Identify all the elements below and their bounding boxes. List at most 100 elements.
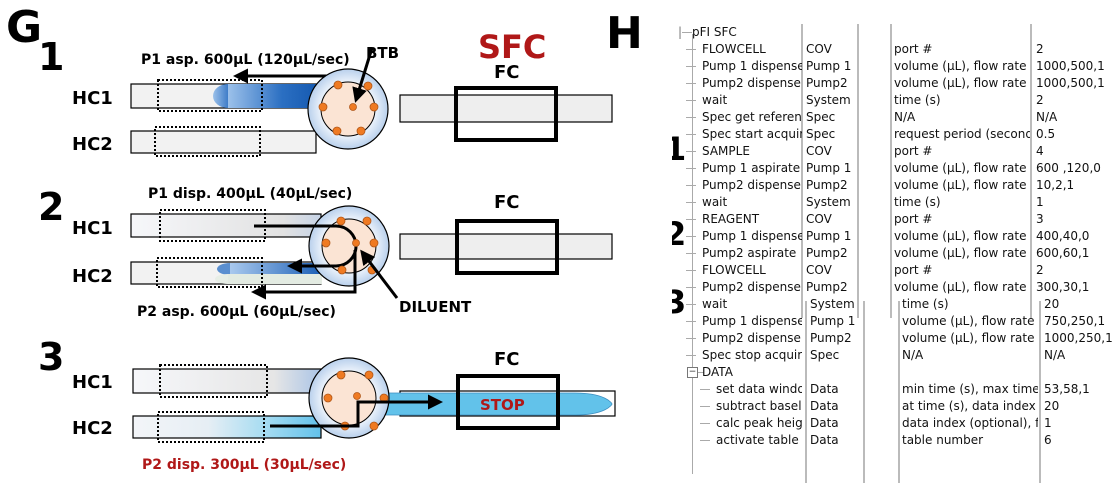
step-name: Pump2 dispense [702,76,801,90]
column-divider [805,301,807,483]
parameter-value[interactable]: N/A [1044,348,1066,362]
tree-branch [700,423,710,424]
hc1-dotted-region [159,364,268,398]
parameter-value[interactable]: 53,58,1 [1044,382,1090,396]
parameter-value[interactable]: 600 ,120,0 [1036,161,1101,175]
parameter-value[interactable]: 1000,500,1 [1036,76,1105,90]
step-name: set data window [716,382,802,396]
parameter-value[interactable]: 10,2,1 [1036,178,1075,192]
parameter-value[interactable]: 2 [1036,42,1044,56]
step3-fc-label: FC [494,349,520,370]
panel-letter-h: H [606,8,643,59]
parameter-label: at time (s), data index (o [902,399,1038,413]
tree-root-row[interactable]: | pFI SFC [672,24,1112,41]
tree-branch [686,49,696,50]
device-name: COV [806,212,832,226]
column-divider [863,301,865,483]
step2-diluent-label: DILUENT [399,298,472,316]
tree-branch [700,406,710,407]
step1-btb-label: BTB [366,44,399,62]
step3-hc2-label: HC2 [72,418,113,439]
step2-hc2-label: HC2 [72,266,113,287]
parameter-value[interactable]: 400,40,0 [1036,229,1090,243]
step-number-2: 2 [38,185,65,229]
step-name: Spec start acquire [702,127,802,141]
p2-dispense-arrow [270,394,443,428]
step3-lower-label: P2 disp. 300µL (30µL/sec) [142,457,346,473]
tree-branch [686,219,696,220]
parameter-value[interactable]: 20 [1044,399,1060,413]
tree-branch [700,389,710,390]
flow-cell-box [455,219,559,275]
device-name: Pump2 [806,246,848,260]
parameter-label: min time (s), max time (s [902,382,1038,396]
table-row[interactable]: Pump2 aspirate Pump2 volume (µL), flow rat… [672,245,1112,262]
parameter-value[interactable]: 1 [1036,195,1044,209]
step2-fc-label: FC [494,192,520,213]
parameter-label: volume (µL), flow rate (µ [894,59,1030,73]
flow-cell-box [456,374,560,430]
table-row[interactable]: set data windowDatamin time (s), max tim… [672,381,1112,398]
parameter-value[interactable]: 20 [1044,297,1060,311]
parameter-value[interactable]: 750,250,1 [1044,314,1106,328]
parameter-value[interactable]: 2 [1036,93,1044,107]
parameter-value[interactable]: 0.5 [1036,127,1056,141]
parameter-value[interactable]: 3 [1036,212,1044,226]
tree-branch [698,372,704,373]
table-row[interactable]: calc peak heightDatadata index (optional… [672,415,1112,432]
flow-cell-box [454,86,558,142]
parameter-value[interactable]: 1000,500,1 [1036,59,1105,73]
parameter-label: volume (µL), flow rate (µ [902,331,1038,345]
device-name: Spec [806,127,836,141]
table-row[interactable]: subtract baselineDataat time (s), data i… [672,398,1112,415]
diagram-canvas: SFC P1 asp. 600µL (120µL/sec) HC1 HC2 FC… [72,28,616,473]
parameter-value[interactable]: 600,60,1 [1036,246,1090,260]
parameter-label: port # [894,263,933,277]
step-name: Spec stop acquire [702,348,802,362]
step-name: REAGENT [702,212,760,226]
hc2-dotted-region [156,257,263,288]
collapse-toggle-icon[interactable]: − [687,367,698,378]
device-name: Pump 1 [806,161,852,175]
parameter-value[interactable]: N/A [1036,110,1058,124]
panel-letter-g: G [6,2,43,53]
sample-zone [228,84,318,108]
parameter-value[interactable]: 4 [1036,144,1044,158]
parameter-value[interactable]: 300,30,1 [1036,280,1090,294]
parameter-label: volume (µL), flow rate (µ [894,229,1030,243]
parameter-label: port # [894,42,933,56]
data-group-header[interactable]: −DATA [672,364,1112,381]
parameter-value[interactable]: 6 [1044,433,1052,447]
parameter-value[interactable]: 2 [1036,263,1044,277]
tree-branch [686,355,696,356]
parameter-label: volume (µL), flow rate (µ [894,178,1030,192]
valve-ports [318,80,379,136]
parameter-value[interactable]: 1000,250,1 [1044,331,1112,345]
step-name: Pump 1 dispense [702,59,802,73]
tree-branch [686,117,696,118]
device-name: COV [806,42,832,56]
parameter-label: volume (µL), flow rate (µ [894,246,1030,260]
parameter-label: N/A [902,348,924,362]
parameter-value[interactable]: 1 [1044,416,1052,430]
step-name: Pump2 aspirate [702,246,797,260]
